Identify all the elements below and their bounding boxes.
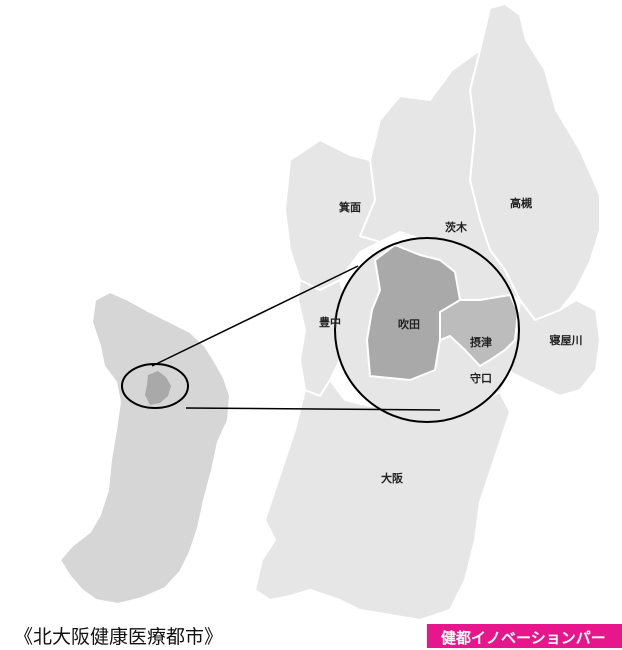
osaka-prefecture-shape [59, 291, 231, 605]
label-osaka: 大阪 [381, 471, 404, 485]
label-toyonaka: 豊中 [319, 315, 341, 329]
region-neyagawa [504, 299, 601, 397]
connector-line-bottom [185, 407, 441, 411]
banner-text: 健都イノベーションパー [441, 629, 606, 647]
label-moriguchi: 守口 [470, 371, 492, 385]
osaka-prefecture-overview [59, 291, 231, 605]
region-minoh [284, 139, 381, 291]
innovation-park-banner: 健都イノベーションパー [427, 624, 622, 648]
region-osaka [254, 379, 511, 621]
focus-circle [334, 237, 520, 423]
label-takatsuki: 高槻 [510, 196, 532, 210]
connector-line-top [151, 265, 359, 367]
region-settsu [439, 294, 519, 367]
label-ibaraki: 茨木 [445, 220, 468, 234]
focus-circle-group [334, 237, 520, 423]
label-settsu: 摂津 [470, 335, 492, 349]
label-neyagawa: 寝屋川 [550, 333, 583, 347]
label-minoh: 箕面 [338, 200, 361, 214]
kenko-area-small-shape [145, 371, 171, 405]
region-suita [366, 244, 461, 381]
map-caption: 《北大阪健康医療都市》 [14, 626, 224, 648]
label-suita: 吹田 [398, 317, 420, 331]
north-osaka-regions [254, 3, 601, 621]
